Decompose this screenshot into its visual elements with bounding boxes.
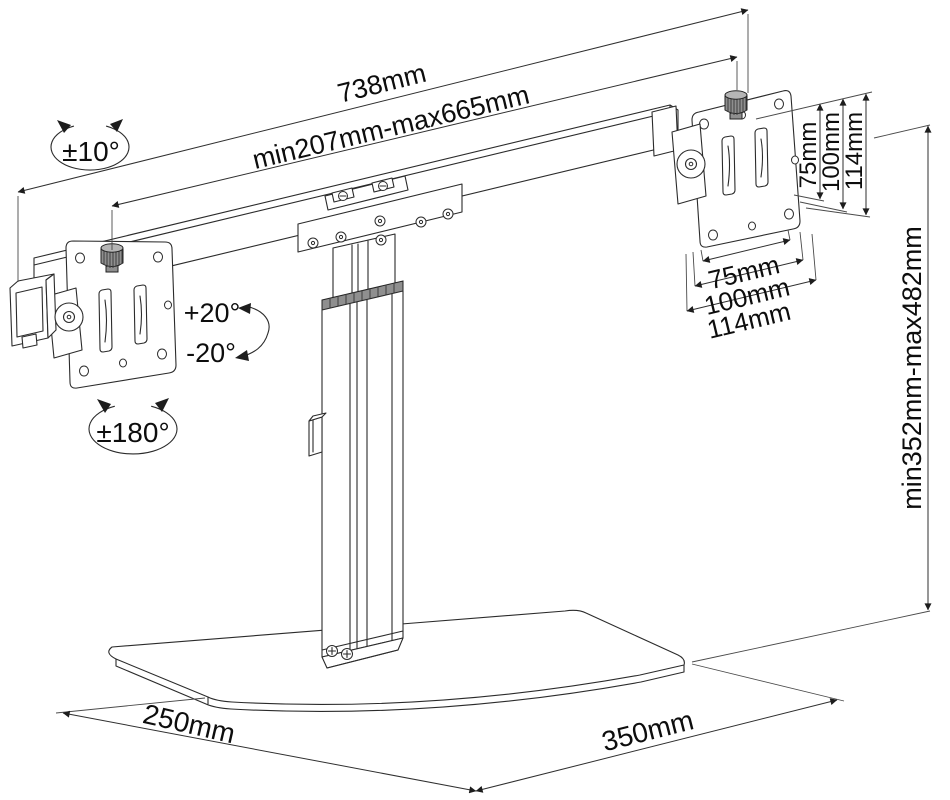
angle-swivel: ±10° bbox=[62, 136, 120, 167]
dim-height-range: min352mm-max482mm bbox=[897, 226, 927, 510]
swivel-angle-annotation: ±10° bbox=[50, 119, 130, 171]
rivet bbox=[415, 216, 427, 228]
angle-rotation: ±180° bbox=[96, 417, 169, 448]
clamp-screw bbox=[378, 181, 388, 191]
left-adjust-knob bbox=[100, 243, 124, 273]
dim-line-adjust-range bbox=[111, 55, 738, 208]
rotation-angle-annotation: ±180° bbox=[88, 398, 178, 455]
left-arm-end-block bbox=[9, 273, 57, 349]
dim-vesa-v-114: 114mm bbox=[841, 112, 868, 190]
stand-drawing bbox=[9, 90, 801, 713]
right-pivot-joint bbox=[676, 149, 706, 179]
vesa-vertical-dimensions: 75mm 100mm 114mm bbox=[755, 91, 873, 218]
vesa-horizontal-dimensions: 75mm 100mm 114mm bbox=[685, 229, 817, 345]
cable-clip bbox=[308, 412, 327, 457]
rivet bbox=[335, 231, 347, 243]
right-vesa-plate bbox=[691, 90, 801, 248]
rivet bbox=[442, 208, 454, 220]
angle-tilt-up: +20° bbox=[184, 298, 241, 328]
dim-line-total-width bbox=[17, 8, 749, 194]
rivet bbox=[374, 215, 386, 227]
dim-base-depth: 250mm bbox=[140, 698, 238, 749]
left-pivot-joint bbox=[54, 302, 84, 332]
base-plate bbox=[108, 609, 685, 713]
foot-screw bbox=[341, 648, 353, 660]
left-vesa-plate bbox=[65, 240, 177, 389]
dim-vesa-v-75: 75mm bbox=[795, 122, 822, 189]
tilt-angle-annotation: +20° -20° bbox=[184, 298, 270, 368]
dim-vesa-v-100: 100mm bbox=[818, 112, 845, 192]
center-pole bbox=[308, 233, 404, 669]
rivet bbox=[307, 237, 319, 249]
dim-base-width: 350mm bbox=[599, 704, 697, 757]
height-dimension: min352mm-max482mm bbox=[691, 124, 932, 663]
angle-tilt-down: -20° bbox=[186, 338, 236, 368]
foot-screw bbox=[326, 645, 338, 657]
clamp-screw bbox=[338, 191, 348, 201]
rivet bbox=[375, 234, 387, 246]
